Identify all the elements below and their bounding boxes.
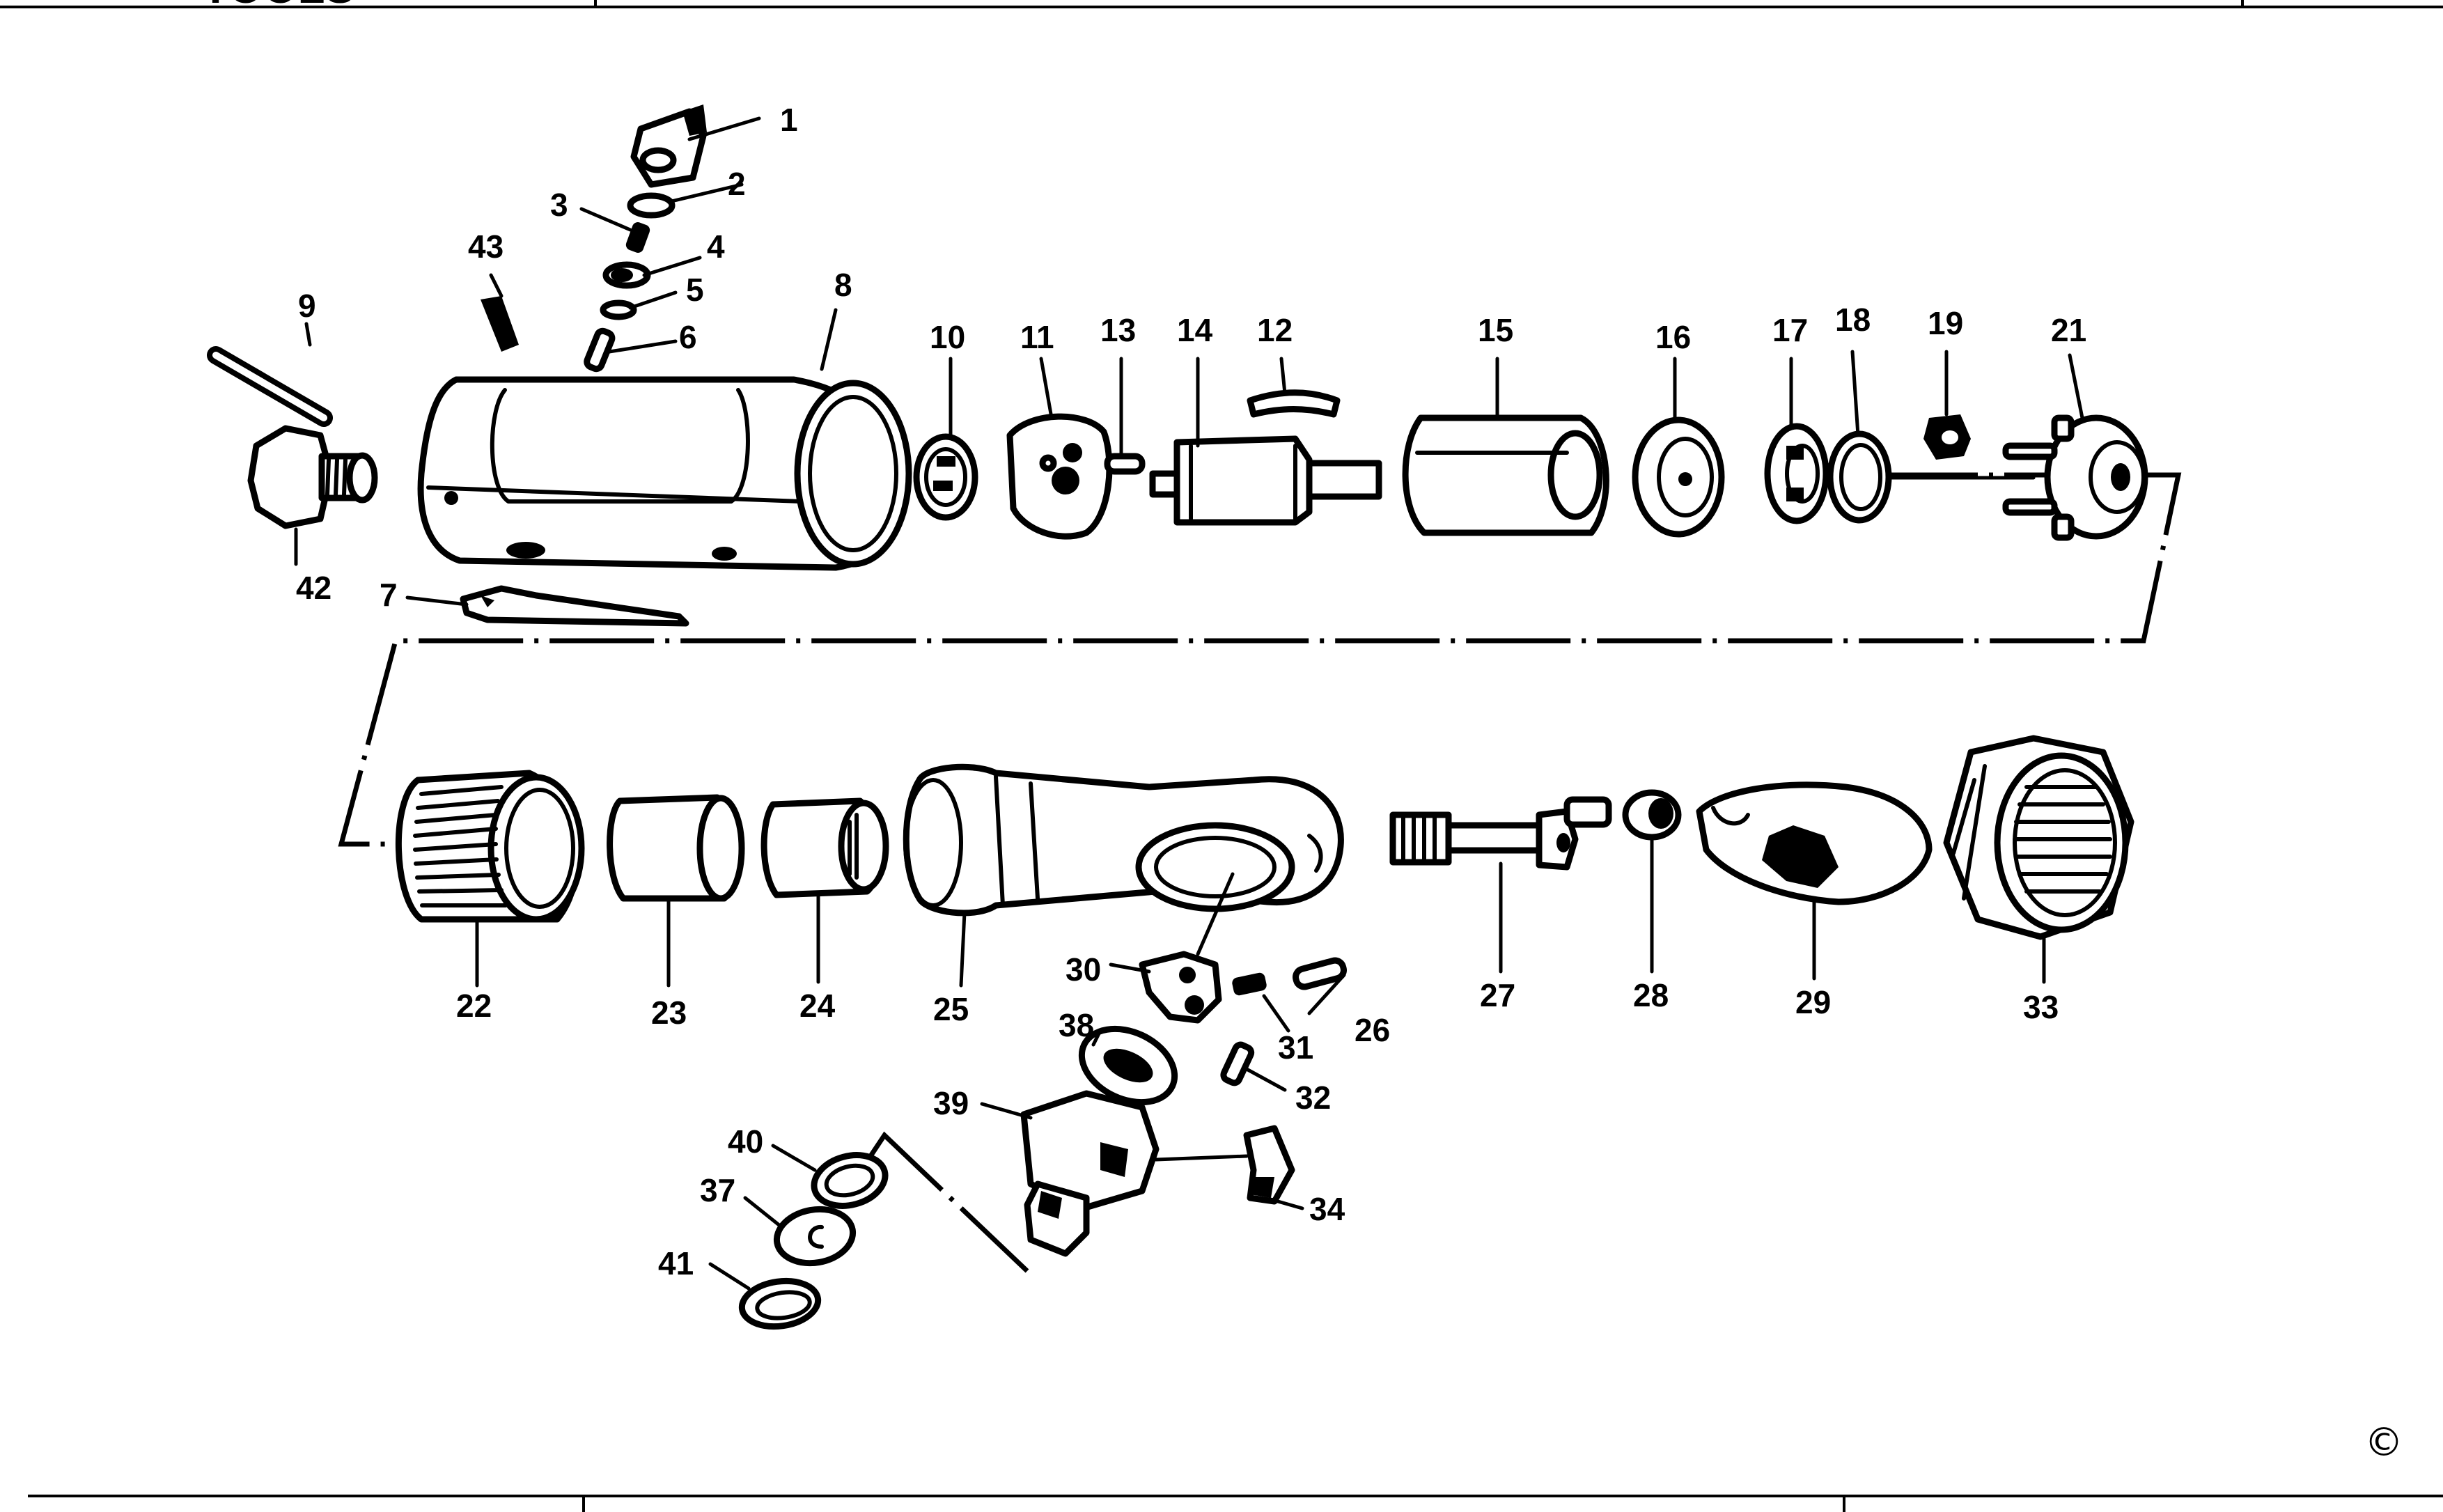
part-21-planet-carrier: [2002, 414, 2148, 541]
part-13-dowel-pin: [1104, 453, 1146, 475]
callout-40: 40: [728, 1123, 763, 1160]
callout-28: 29: [1795, 984, 1831, 1020]
callout-18: 18: [1835, 302, 1871, 338]
callout-12: 12: [1257, 312, 1293, 348]
callout-38: 38: [1059, 1007, 1094, 1043]
part-5-washer: [600, 299, 637, 320]
part-34-reversing-cam: [1243, 1125, 1295, 1205]
part-40-retaining-ring: [811, 1152, 889, 1209]
callout-26: 27: [1480, 977, 1515, 1013]
part-38-thrust-washer: [1078, 1025, 1178, 1106]
sub-assembly-chain-line: [868, 1131, 1029, 1273]
part-18-shim: [1827, 430, 1892, 524]
callout-2: 2: [728, 166, 746, 202]
callout-37: 37: [700, 1172, 735, 1208]
callout-1: 1: [780, 102, 798, 138]
callout-13: 13: [1100, 312, 1136, 348]
callout-labels: 1 2 3 4 5 6 8 43 9 42 7 10 11 13 14 12 1: [294, 102, 2086, 1291]
part-37-washer: [773, 1206, 857, 1267]
callout-3: 3: [550, 187, 568, 223]
callout-32: 31: [1278, 1029, 1313, 1066]
callout-17: 17: [1772, 312, 1808, 348]
part-4-valve-seat: [602, 261, 651, 289]
callout-30: 30: [1066, 951, 1101, 988]
callout-21: 21: [2051, 312, 2086, 348]
callout-34: 34: [1309, 1191, 1345, 1227]
callout-25: 25: [933, 991, 969, 1027]
callout-43: 43: [468, 228, 504, 265]
part-25-ratchet-housing: [903, 763, 1344, 917]
callout-31: 26: [1355, 1012, 1390, 1048]
part-12-rotor-blade: [1247, 389, 1341, 418]
callout-5: 5: [686, 272, 704, 308]
part-29-threaded-collar: [1943, 735, 2134, 940]
part-23-bushing: [607, 794, 745, 902]
part-8-motor-housing: [417, 376, 912, 571]
part-7-throttle-lever: [460, 585, 689, 627]
callout-42: 42: [296, 570, 331, 606]
callout-27: 28: [1633, 977, 1669, 1013]
callout-39: 39: [933, 1085, 969, 1121]
callout-8: 8: [834, 267, 852, 303]
part-10-rear-bearing: [913, 433, 978, 521]
assembly-chain-line: [338, 472, 2182, 847]
part-27-ball: [1622, 789, 1682, 841]
part-22-threaded-sleeve: [396, 770, 585, 923]
part-15-cylinder: [1402, 414, 1609, 536]
part-17-front-bearing: [1764, 423, 1829, 524]
callout-29: 33: [2023, 989, 2059, 1025]
part-11-rear-end-plate: [1006, 413, 1113, 540]
callout-14: 14: [1177, 312, 1213, 348]
callout-7: 7: [380, 577, 398, 613]
part-19-nut: [1923, 414, 1971, 460]
callout-4: 4: [707, 228, 725, 265]
part-16-front-end-plate: [1632, 416, 1725, 538]
part-30-pawl: [1139, 951, 1222, 1024]
callout-24: 24: [799, 988, 836, 1024]
callout-6: 6: [679, 319, 697, 355]
part-26-drive-shaft: [1389, 796, 1612, 871]
callout-15: 15: [1478, 312, 1513, 348]
part-28-ratchet-yoke: [1696, 781, 1933, 905]
callout-9: 9: [298, 288, 316, 324]
part-1-valve-cap: [630, 104, 707, 188]
part-14-rotor: [1149, 435, 1382, 526]
anvil-to-cam-line: [1154, 1154, 1249, 1162]
part-9-pin: [207, 346, 333, 427]
callout-23: 23: [651, 995, 687, 1031]
part-41-retaining-clip: [738, 1277, 822, 1330]
callout-16: 16: [1655, 319, 1691, 355]
callout-11: 11: [1020, 319, 1054, 355]
part-2-o-ring: [627, 192, 676, 219]
part-24-coupling: [760, 797, 889, 898]
callout-33: 32: [1295, 1080, 1331, 1116]
header-brand-fragment: TOOLS: [202, 0, 354, 13]
copyright-symbol: ©: [2364, 1420, 2403, 1465]
part-3-spring: [625, 222, 650, 253]
callout-41: 41: [658, 1245, 694, 1281]
callout-10: 10: [930, 319, 965, 355]
part-33-pin: [1220, 1041, 1255, 1086]
callout-19: 19: [1928, 305, 1963, 341]
part-43-spring: [481, 296, 519, 352]
part-31-plunger: [1293, 957, 1347, 990]
part-39-drive-anvil: [1020, 1090, 1160, 1257]
part-32-pawl-spring: [1232, 972, 1267, 996]
part-42-air-inlet: [247, 425, 378, 529]
callout-22: 22: [456, 988, 492, 1024]
part-6-valve-pin: [584, 327, 616, 373]
